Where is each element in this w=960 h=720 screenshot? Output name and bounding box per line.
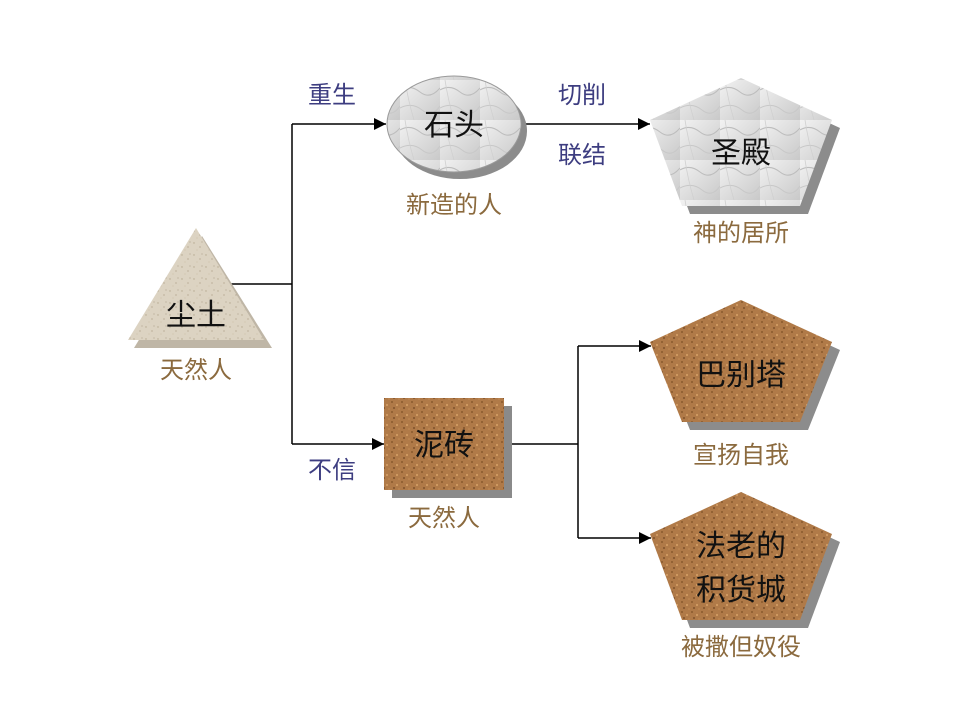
temple-caption: 神的居所 — [693, 219, 789, 247]
edge-label-rebirth: 重生 — [308, 81, 356, 109]
brick-caption: 天然人 — [408, 504, 480, 532]
babel-label: 巴别塔 — [696, 358, 786, 393]
node-temple: 圣殿 神的居所 — [650, 78, 840, 247]
babel-pentagon — [650, 300, 832, 422]
temple-pentagon — [650, 78, 832, 206]
pharaoh-pentagon — [650, 492, 832, 620]
pharaoh-label-line1: 法老的 — [696, 529, 786, 564]
edge-label-join: 联结 — [558, 141, 606, 169]
stone-ellipse — [386, 75, 522, 173]
node-pharaoh: 法老的 积货城 被撒但奴役 — [650, 492, 840, 661]
edge-label-unbelief: 不信 — [308, 456, 356, 484]
stone-label: 石头 — [424, 108, 484, 143]
dust-label: 尘土 — [166, 298, 226, 333]
pharaoh-caption: 被撒但奴役 — [681, 633, 801, 661]
edge-labels: 重生 切削 联结 不信 — [308, 81, 606, 484]
dust-triangle — [128, 228, 264, 340]
edge-label-cut: 切削 — [558, 81, 606, 109]
node-stone: 石头 新造的人 — [386, 75, 527, 219]
brick-rect — [384, 398, 504, 490]
babel-caption: 宣扬自我 — [693, 441, 789, 469]
dust-caption: 天然人 — [160, 356, 232, 384]
pharaoh-label-line2: 积货城 — [696, 573, 786, 608]
connectors — [228, 118, 651, 544]
node-brick: 泥砖 天然人 — [384, 398, 512, 532]
node-dust: 尘土 天然人 — [128, 228, 272, 384]
node-babel: 巴别塔 宣扬自我 — [650, 300, 840, 469]
brick-label: 泥砖 — [414, 428, 474, 463]
stone-caption: 新造的人 — [406, 191, 502, 219]
temple-label: 圣殿 — [711, 136, 771, 171]
